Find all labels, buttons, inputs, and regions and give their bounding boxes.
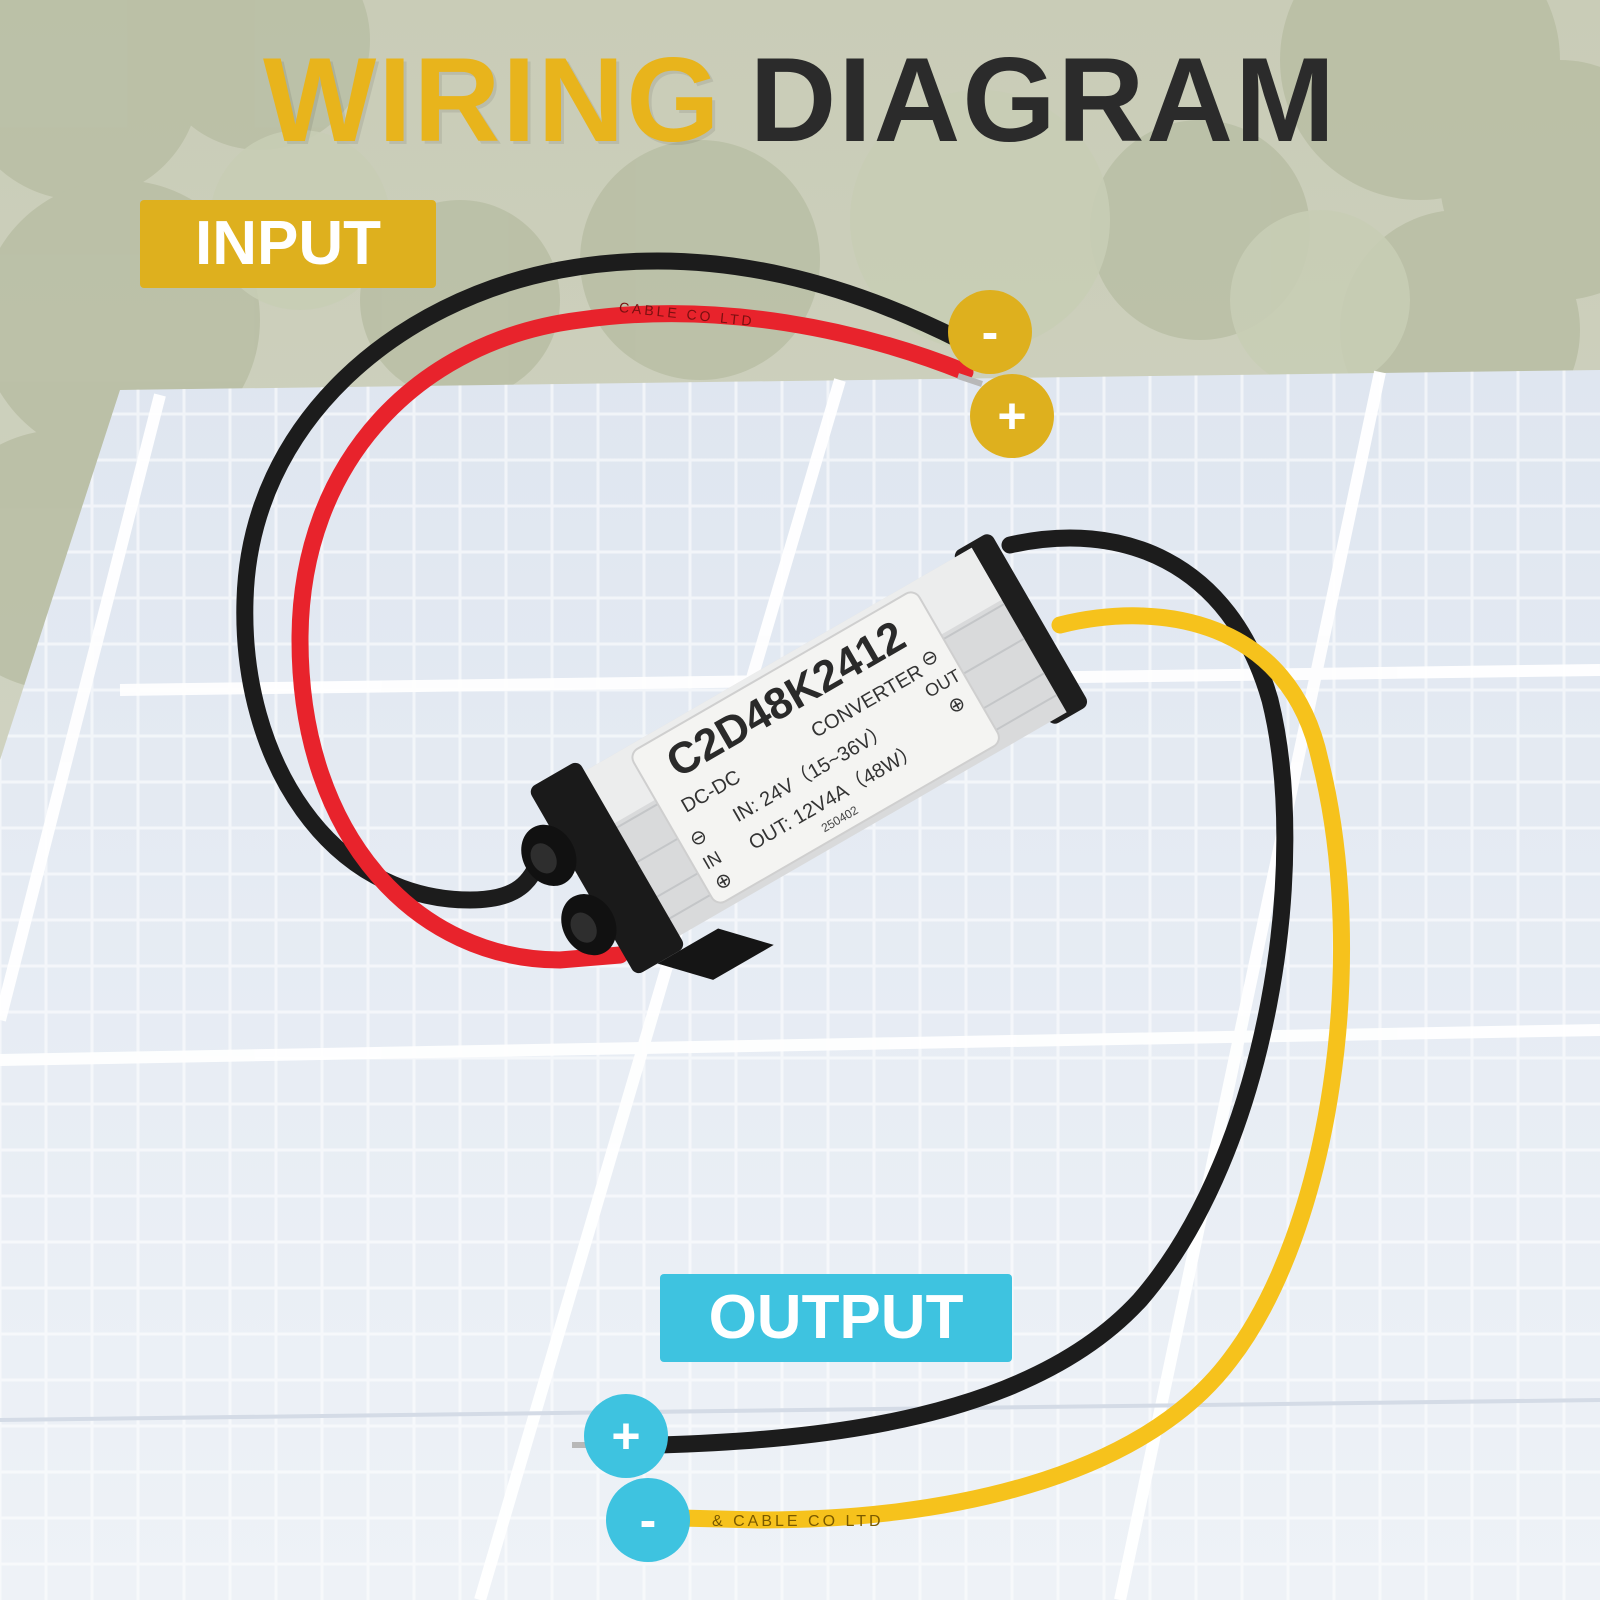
output-yellow-wire [671,607,1350,1529]
input-red-wire [291,305,974,969]
title-word-diagram: DIAGRAM [749,33,1337,167]
converter-module: C2D48K2412 DC-DC CONVERTER IN: 24V（15~36… [521,534,1088,980]
output-positive-marker: + [584,1394,668,1478]
output-black-wire [591,529,1294,1454]
output-negative-marker: - [606,1478,690,1562]
input-black-wire [236,252,969,909]
title-word-wiring: WIRING [263,33,722,167]
red-cable-print: CABLE CO LTD [618,299,755,329]
yellow-cable-print: & CABLE CO LTD [712,1513,884,1530]
output-label: OUTPUT [660,1274,1012,1362]
input-negative-marker: - [948,290,1032,374]
input-label: INPUT [140,200,436,288]
input-positive-marker: + [970,374,1054,458]
